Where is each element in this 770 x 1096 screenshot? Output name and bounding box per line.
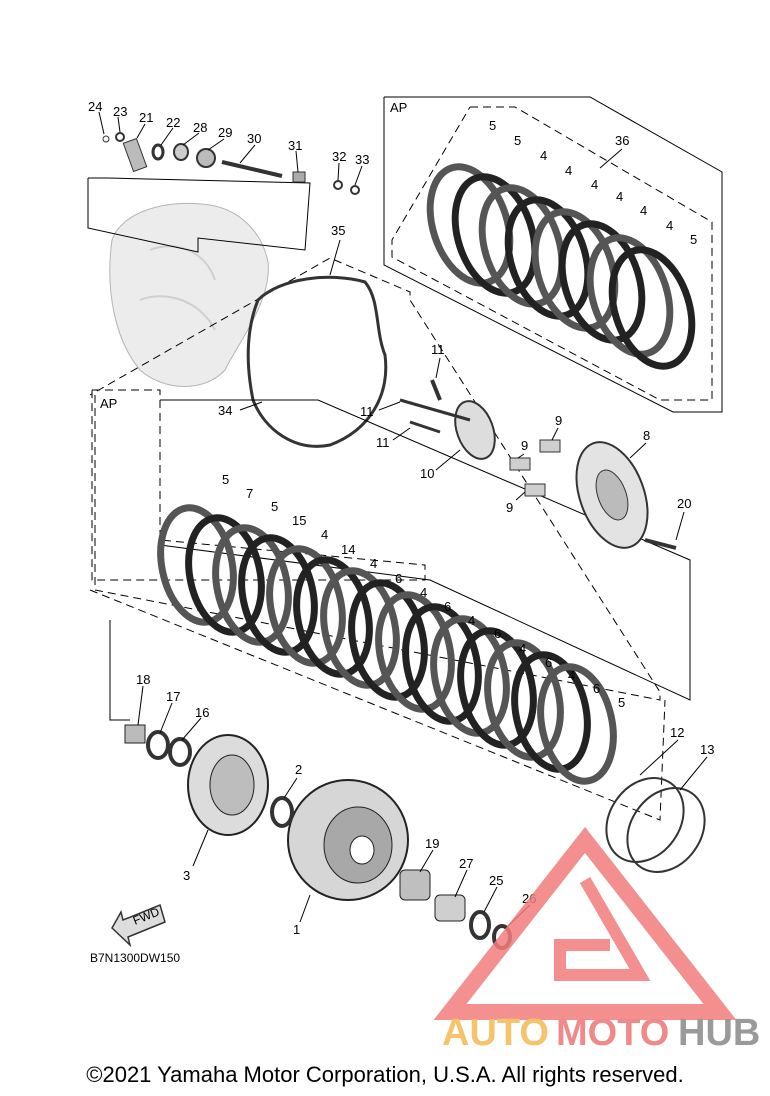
part-code: B7N1300DW150 <box>90 951 180 965</box>
callout-9b: 9 <box>521 438 528 453</box>
plate-10 <box>454 400 496 460</box>
callout-4d: 4 <box>468 613 475 628</box>
callout-32: 32 <box>332 149 346 164</box>
callout-ap4c: 4 <box>591 177 598 192</box>
main-plate-stack <box>157 504 617 785</box>
callout-9c: 9 <box>506 500 513 515</box>
callout-5a: 5 <box>222 472 229 487</box>
callout-28: 28 <box>193 120 207 135</box>
callout-11c: 11 <box>376 435 390 450</box>
callout-ap5c: 5 <box>690 232 697 247</box>
ap-plate-stack <box>426 163 696 370</box>
callout-17: 17 <box>166 689 180 704</box>
callout-6e: 6 <box>593 681 600 696</box>
callout-ap4d: 4 <box>616 189 623 204</box>
callout-6b: 6 <box>444 599 451 614</box>
callout-4e: 4 <box>519 641 526 656</box>
callout-ap5b: 5 <box>514 133 521 148</box>
callout-ap5a: 5 <box>489 118 496 133</box>
callout-5b: 5 <box>271 499 278 514</box>
callout-1: 1 <box>293 922 300 937</box>
callout-11a: 11 <box>431 342 445 357</box>
lower-dash-outline <box>89 589 666 821</box>
cover-dash-outline <box>89 257 661 701</box>
callouts: 24 23 21 22 28 29 30 31 32 33 35 36 34 5… <box>88 99 714 937</box>
callout-6d: 6 <box>545 655 552 670</box>
rings-12-13 <box>605 777 706 873</box>
clutch-boss-3 <box>187 734 269 836</box>
callout-30: 30 <box>247 131 261 146</box>
callout-20: 20 <box>677 496 691 511</box>
callout-6c: 6 <box>494 626 501 641</box>
clutch-housing-1 <box>287 779 409 901</box>
callout-5c: 5 <box>618 695 625 710</box>
callout-10: 10 <box>420 466 434 481</box>
springs-9 <box>509 439 561 497</box>
bearing-sleeve-washers <box>399 869 512 950</box>
callout-ap4f: 4 <box>666 218 673 233</box>
callout-9a: 9 <box>555 413 562 428</box>
ap-box-main: AP <box>91 389 691 701</box>
callout-14: 14 <box>341 542 355 557</box>
callout-8: 8 <box>643 428 650 443</box>
callout-4c: 4 <box>420 585 427 600</box>
callout-16: 16 <box>195 705 209 720</box>
callout-12: 12 <box>670 725 684 740</box>
watermark-logo <box>433 827 737 1020</box>
watermark-hub: HUB <box>678 1012 760 1054</box>
callout-ap4b: 4 <box>565 163 572 178</box>
callout-3: 3 <box>183 868 190 883</box>
callout-21: 21 <box>139 110 153 125</box>
callout-ap4a: 4 <box>540 148 547 163</box>
ap-label-top: AP <box>390 100 407 115</box>
callout-4a: 4 <box>321 527 328 542</box>
callout-22: 22 <box>166 115 180 130</box>
callout-35: 35 <box>331 223 345 238</box>
clutch-cover <box>109 202 269 387</box>
callout-13: 13 <box>700 742 714 757</box>
watermark-auto: AUTO <box>442 1012 549 1054</box>
lower-outline <box>109 620 130 721</box>
watermark-wordmark: AUTO MOTO HUB <box>442 1012 760 1054</box>
ap-label-main: AP <box>100 396 117 411</box>
callout-23: 23 <box>113 104 127 119</box>
gasket-34 <box>246 275 388 448</box>
callout-4f: 4 <box>568 668 575 683</box>
callout-7: 7 <box>246 486 253 501</box>
callout-4b: 4 <box>370 556 377 571</box>
watermark-moto: MOTO <box>556 1012 669 1054</box>
callout-15: 15 <box>292 513 306 528</box>
callout-33: 33 <box>355 152 369 167</box>
callout-25: 25 <box>489 873 503 888</box>
pressure-plate-8 <box>575 441 649 549</box>
callout-ap4e: 4 <box>640 203 647 218</box>
callout-36: 36 <box>615 133 629 148</box>
copyright-text: ©2021 Yamaha Motor Corporation, U.S.A. A… <box>86 1062 684 1087</box>
ap-box-top: AP <box>383 96 723 413</box>
callout-18: 18 <box>136 672 150 687</box>
bolts-11 <box>399 379 471 434</box>
callout-19: 19 <box>425 836 439 851</box>
callout-11b: 11 <box>360 404 374 419</box>
fwd-arrow-icon: FWD <box>111 903 166 948</box>
callout-34: 34 <box>218 403 232 418</box>
callout-27: 27 <box>459 856 473 871</box>
cover-outline <box>87 177 311 253</box>
callout-31: 31 <box>288 138 302 153</box>
callout-24: 24 <box>88 99 102 114</box>
bolt-20 <box>644 538 677 550</box>
callout-2: 2 <box>295 762 302 777</box>
callout-6a: 6 <box>395 571 402 586</box>
callout-29: 29 <box>218 125 232 140</box>
top-small-parts <box>102 132 360 195</box>
washers-lower-left <box>124 724 294 828</box>
